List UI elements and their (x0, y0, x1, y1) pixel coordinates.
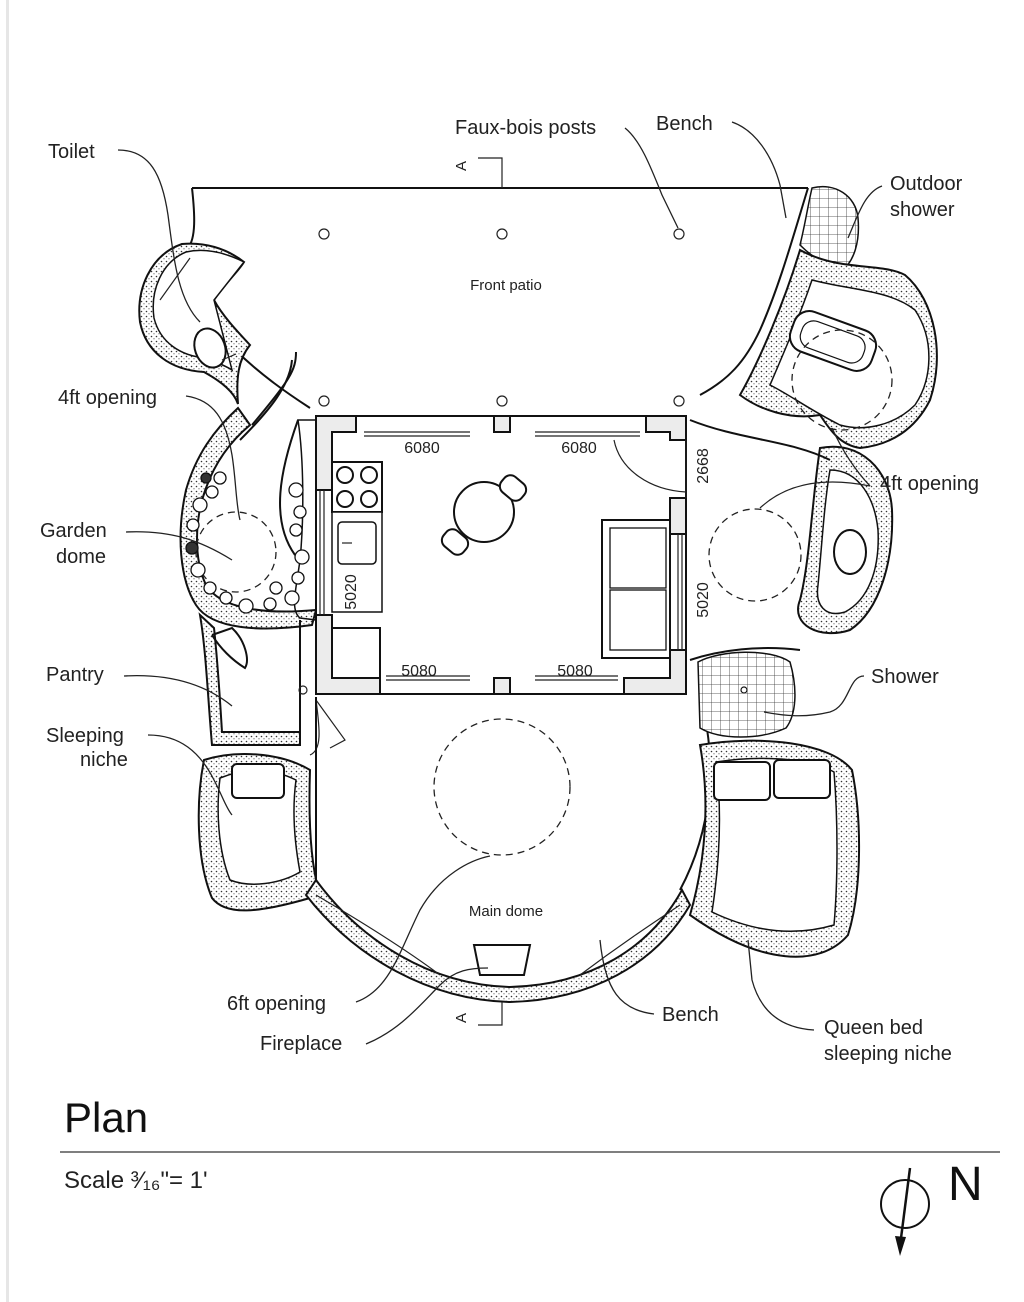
section-label-bottom: A (453, 1013, 470, 1023)
section-label-top: A (453, 161, 470, 171)
sleeping-niche-left (197, 753, 322, 912)
dim-right-window: 5020 (695, 582, 712, 618)
dim-top-right: 6080 (561, 440, 597, 457)
section-marker-bottom: A (453, 1002, 503, 1026)
north-label: N (948, 1158, 983, 1211)
callout-garden-dome-1: Garden (40, 520, 107, 542)
faux-bois-post (673, 228, 685, 240)
callout-sleeping-niche-1: Sleeping (46, 725, 124, 747)
plan-title: Plan (64, 1094, 148, 1141)
faux-bois-post (496, 395, 508, 407)
sink (833, 529, 867, 575)
garden-dome (179, 351, 318, 630)
chair (498, 474, 528, 502)
faux-bois-post (673, 395, 685, 407)
callout-shower: Shower (871, 666, 939, 688)
dim-left-window: 5020 (343, 574, 360, 610)
callout-6ft-opening: 6ft opening (227, 993, 326, 1015)
faux-bois-post (318, 228, 330, 240)
dim-bottom-left: 5080 (401, 663, 437, 680)
pantry (198, 612, 346, 756)
central-room: 6080 6080 5080 5080 2668 5020 5020 (315, 415, 712, 695)
queen-bed-niche (688, 739, 861, 958)
bathtub (788, 310, 878, 372)
scale-note: Scale ³⁄₁₆"= 1' (64, 1167, 208, 1194)
fridge (331, 627, 381, 679)
toilet-fixture (193, 327, 227, 369)
shower (697, 651, 796, 738)
callout-queen-bed-1: Queen bed (824, 1017, 923, 1039)
chair (440, 528, 470, 556)
callout-queen-bed-2: sleeping niche (824, 1043, 952, 1065)
stove (331, 461, 383, 513)
callout-faux-bois-posts: Faux-bois posts (455, 117, 596, 139)
main-dome: Main dome (304, 696, 711, 1004)
faux-bois-post (496, 228, 508, 240)
pillow (231, 763, 285, 799)
callout-opening-right: 4ft opening (880, 473, 979, 495)
garden-plants (185, 471, 310, 614)
callout-outdoor-shower-1: Outdoor (890, 173, 963, 195)
callout-bench-top: Bench (656, 113, 713, 135)
faux-bois-post (318, 395, 330, 407)
dim-bottom-right: 5080 (557, 663, 593, 680)
title-block: Plan Scale ³⁄₁₆"= 1' N (60, 1094, 1000, 1256)
callout-fireplace: Fireplace (260, 1033, 342, 1055)
callout-toilet: Toilet (48, 141, 95, 163)
callouts: Toilet Faux-bois posts Bench Outdoor sho… (40, 113, 979, 1065)
kitchen-sink (337, 521, 377, 565)
pillow (713, 761, 771, 801)
dim-top-left: 6080 (404, 440, 440, 457)
front-patio-label: Front patio (470, 277, 542, 294)
dining-table (453, 481, 515, 543)
callout-outdoor-shower-2: shower (890, 199, 955, 221)
bath-area (689, 185, 938, 738)
north-arrow-icon (880, 1167, 930, 1256)
front-patio: Front patio (187, 187, 809, 409)
dim-right-door: 2668 (695, 448, 712, 484)
callout-sleeping-niche-2: niche (80, 749, 128, 771)
pillow (773, 759, 831, 799)
section-marker-top: A (453, 157, 503, 188)
callout-pantry: Pantry (46, 664, 104, 686)
toilet-pod (138, 242, 252, 405)
callout-bench-bottom: Bench (662, 1004, 719, 1026)
page-edge (6, 0, 9, 1302)
callout-opening-left: 4ft opening (58, 387, 157, 409)
callout-garden-dome-2: dome (56, 546, 106, 568)
main-dome-label: Main dome (469, 903, 543, 920)
fireplace (472, 944, 532, 976)
